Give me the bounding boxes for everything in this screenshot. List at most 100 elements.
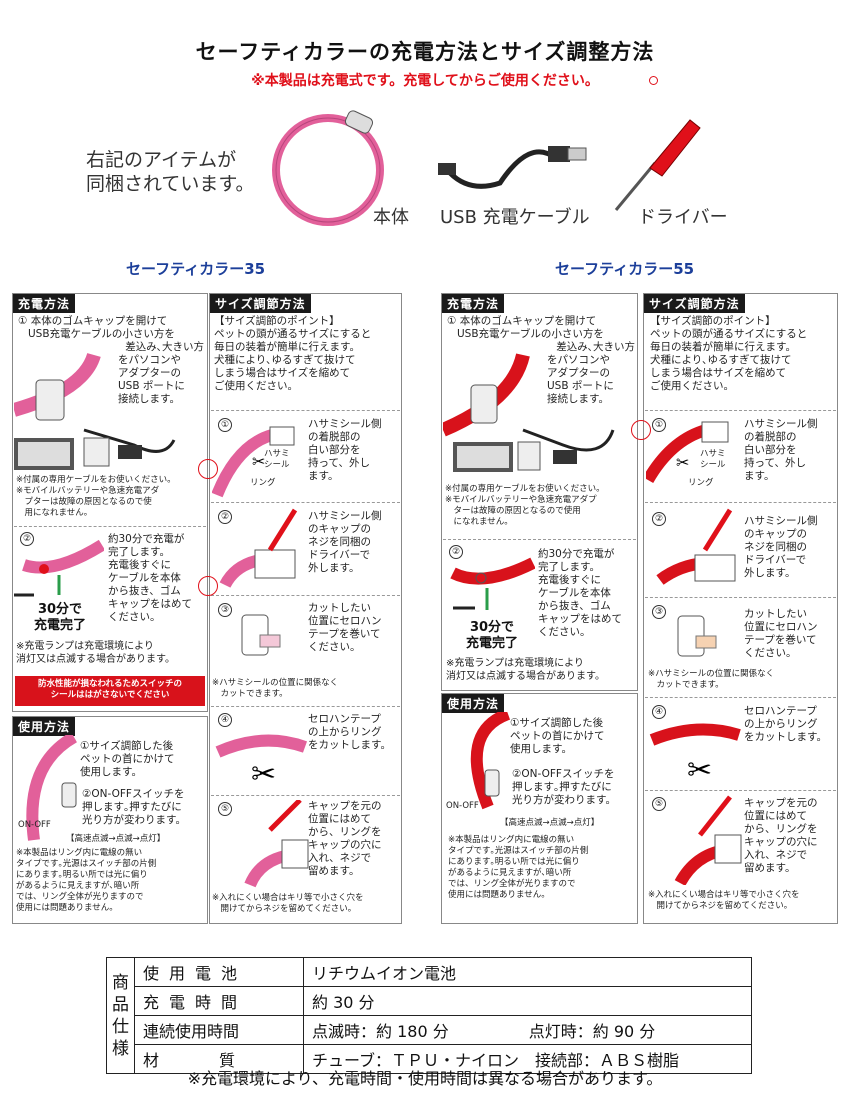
spec-value: リチウムイオン電池: [303, 957, 752, 987]
text-line: USB充電ケーブルの小さい方を: [457, 328, 604, 340]
text-line: 差込み､大きい方: [125, 341, 204, 353]
spec-note: ※充電環境により、充電時間・使用時間は異なる場合があります。: [187, 1069, 663, 1088]
spec-table: 商 品 仕 様 使用電池 リチウムイオン電池 充電時間 約 30 分 連続使用時…: [106, 957, 752, 1074]
text-line: ※モバイルバッテリーや急速充電アダ: [16, 486, 160, 496]
charge-complete-illustration: [450, 557, 535, 610]
text-line: 持って、外し: [308, 457, 370, 469]
charge-panel-55: [441, 293, 638, 691]
red-circle-mark: [649, 76, 658, 85]
text-line: をカットします。: [308, 739, 391, 751]
charge-step1: ① 本体のゴムキャップを開けて USB充電ケーブルの小さい方を 差込み､大きい方…: [447, 315, 635, 406]
waterproof-warning: 防水性能が損なわれるためスイッチの シールははがさないでください: [15, 676, 205, 706]
text-line: キャップをはめて: [108, 598, 192, 610]
text-line: 位置にはめて: [744, 810, 807, 822]
svg-text:✂: ✂: [251, 757, 276, 792]
text-line: ご使用ください。: [214, 380, 298, 392]
table-row: 連続使用時間 点滅時：約 180 分 点灯時：約 90 分: [107, 1015, 752, 1045]
size-step3-note: ※ハサミシールの位置に関係なく カットできます。: [648, 669, 836, 691]
usage-step1: ①サイズ調節した後 ペットの首にかけて 使用します。: [80, 740, 208, 779]
text-line: 押します｡押すたびに: [512, 781, 612, 793]
size-step3: カットしたい 位置にセロハン テープを巻いて ください。: [744, 608, 836, 660]
usage-header: 使用方法: [13, 717, 76, 736]
text-line: 留めます。: [308, 865, 360, 877]
charge-header: 充電方法: [13, 294, 76, 313]
text-line: 充電後すぐに: [538, 574, 601, 586]
step2-illustration: [656, 508, 736, 585]
text-line: キャップの穴に: [308, 839, 382, 851]
text-line: 犬種により､ゆるすぎて抜けて: [214, 354, 356, 366]
step-number: ③: [218, 603, 232, 617]
text-line: の上からリング: [744, 718, 818, 730]
step-number: ②: [218, 510, 232, 524]
text-line: ください。: [108, 611, 161, 623]
usage-step2: ②ON-OFFスイッチを 押します｡押すたびに 光り方が変わります。: [82, 788, 208, 827]
step1-illustration: ✂: [212, 426, 295, 498]
step1-illustration: ✂: [646, 421, 729, 484]
charge-complete-illustration: [14, 539, 104, 597]
text-line: 仕: [112, 1016, 129, 1037]
text-line: 30分で: [37, 602, 83, 617]
text-line: 外します。: [308, 562, 360, 574]
text-line: 白い部分を: [744, 444, 797, 456]
collar-image: [272, 110, 384, 226]
text-line: をカットします。: [744, 731, 827, 743]
text-line: ます。: [744, 470, 775, 482]
text-line: ペットの頭が通るサイズにすると: [650, 328, 808, 340]
charge-step1: ① 本体のゴムキャップを開けて USB充電ケーブルの小さい方を 差込み､大きい方…: [18, 315, 204, 406]
text-line: では、リング全体が光りますので: [448, 879, 576, 889]
text-line: ドライバーで: [744, 554, 807, 566]
text-line: USB ポートに: [547, 380, 614, 392]
text-line: ください。: [308, 641, 361, 653]
step5-illustration: [244, 800, 309, 888]
step-number: ⑤: [218, 802, 232, 816]
text-line: があるように見えますが､暗い所: [448, 868, 572, 878]
text-line: 充電後すぐに: [108, 559, 171, 571]
text-line: の着脱部の: [744, 431, 797, 443]
divider: [211, 706, 400, 707]
charging-illustration: [14, 352, 176, 470]
divider: [14, 526, 206, 527]
text-line: ※ハサミシールの位置に関係なく: [212, 678, 339, 688]
text-line: ターは故障の原因となるので使用: [445, 506, 581, 516]
text-line: キャップをはめて: [538, 613, 622, 625]
intro-line: 右記のアイテムが: [86, 149, 237, 171]
text-line: にあります｡明るい所では光に偏り: [448, 857, 580, 867]
text-line: ハサミシール側: [308, 510, 382, 522]
text-line: ※充電ランプは充電環境により: [446, 658, 584, 669]
usage-collar-illustration: [470, 712, 511, 810]
text-line: ※付属の専用ケーブルをお使いください。: [445, 484, 605, 494]
text-line: 商: [112, 972, 129, 993]
text-line: 持って、外し: [744, 457, 806, 469]
step-number: ①: [652, 418, 666, 432]
text-line: タイプです｡光源はスイッチ部の片側: [16, 859, 157, 869]
text-line: 位置にセロハン: [308, 615, 382, 627]
svg-text:✂: ✂: [687, 753, 712, 788]
charge-notice: ※本製品は充電式です。充電してからご使用ください。: [251, 73, 599, 89]
text-line: カットできます。: [648, 680, 724, 690]
usage-panel-35: [12, 716, 208, 924]
text-line: をパソコンや: [118, 354, 181, 366]
text-line: 完了します。: [108, 546, 170, 558]
text-line: ※ハサミシールの位置に関係なく: [648, 669, 775, 679]
size-point: 【サイズ調節のポイント】 ペットの頭が通るサイズにすると 毎日の装着が簡単に行え…: [214, 315, 400, 393]
text-line: のキャップの: [308, 523, 371, 535]
text-line: から抜き、ゴム: [538, 600, 611, 612]
size-step2: ハサミシール側 のキャップの ネジを同梱の ドライバーで 外します。: [308, 510, 400, 575]
red-circle-marker: [198, 576, 218, 596]
size-panel-55: [643, 293, 838, 924]
text-line: キャップの穴に: [744, 836, 818, 848]
text-line: カットできます。: [212, 689, 288, 699]
text-line: テープを巻いて: [308, 628, 381, 640]
text-line: 光り方が変わります。: [82, 814, 186, 826]
text-line: ペットの頭が通るサイズにすると: [214, 328, 372, 340]
step4-illustration: ✂: [215, 734, 308, 792]
spec-value: 点滅時：約 180 分 点灯時：約 90 分: [303, 1015, 752, 1045]
intro-line: 同梱されています。: [86, 173, 255, 195]
text-line: 留めます。: [744, 862, 796, 874]
text-line: 品: [112, 994, 129, 1015]
charge-note1: ※付属の専用ケーブルをお使いください。 ※モバイルバッテリーや急速充電アダ プタ…: [16, 475, 206, 519]
text-line: 消灯又は点滅する場合があります。: [446, 671, 605, 682]
svg-text:✂: ✂: [252, 452, 265, 471]
text-line: ①サイズ調節した後: [80, 740, 174, 752]
text-line: カットしたい: [308, 602, 371, 614]
